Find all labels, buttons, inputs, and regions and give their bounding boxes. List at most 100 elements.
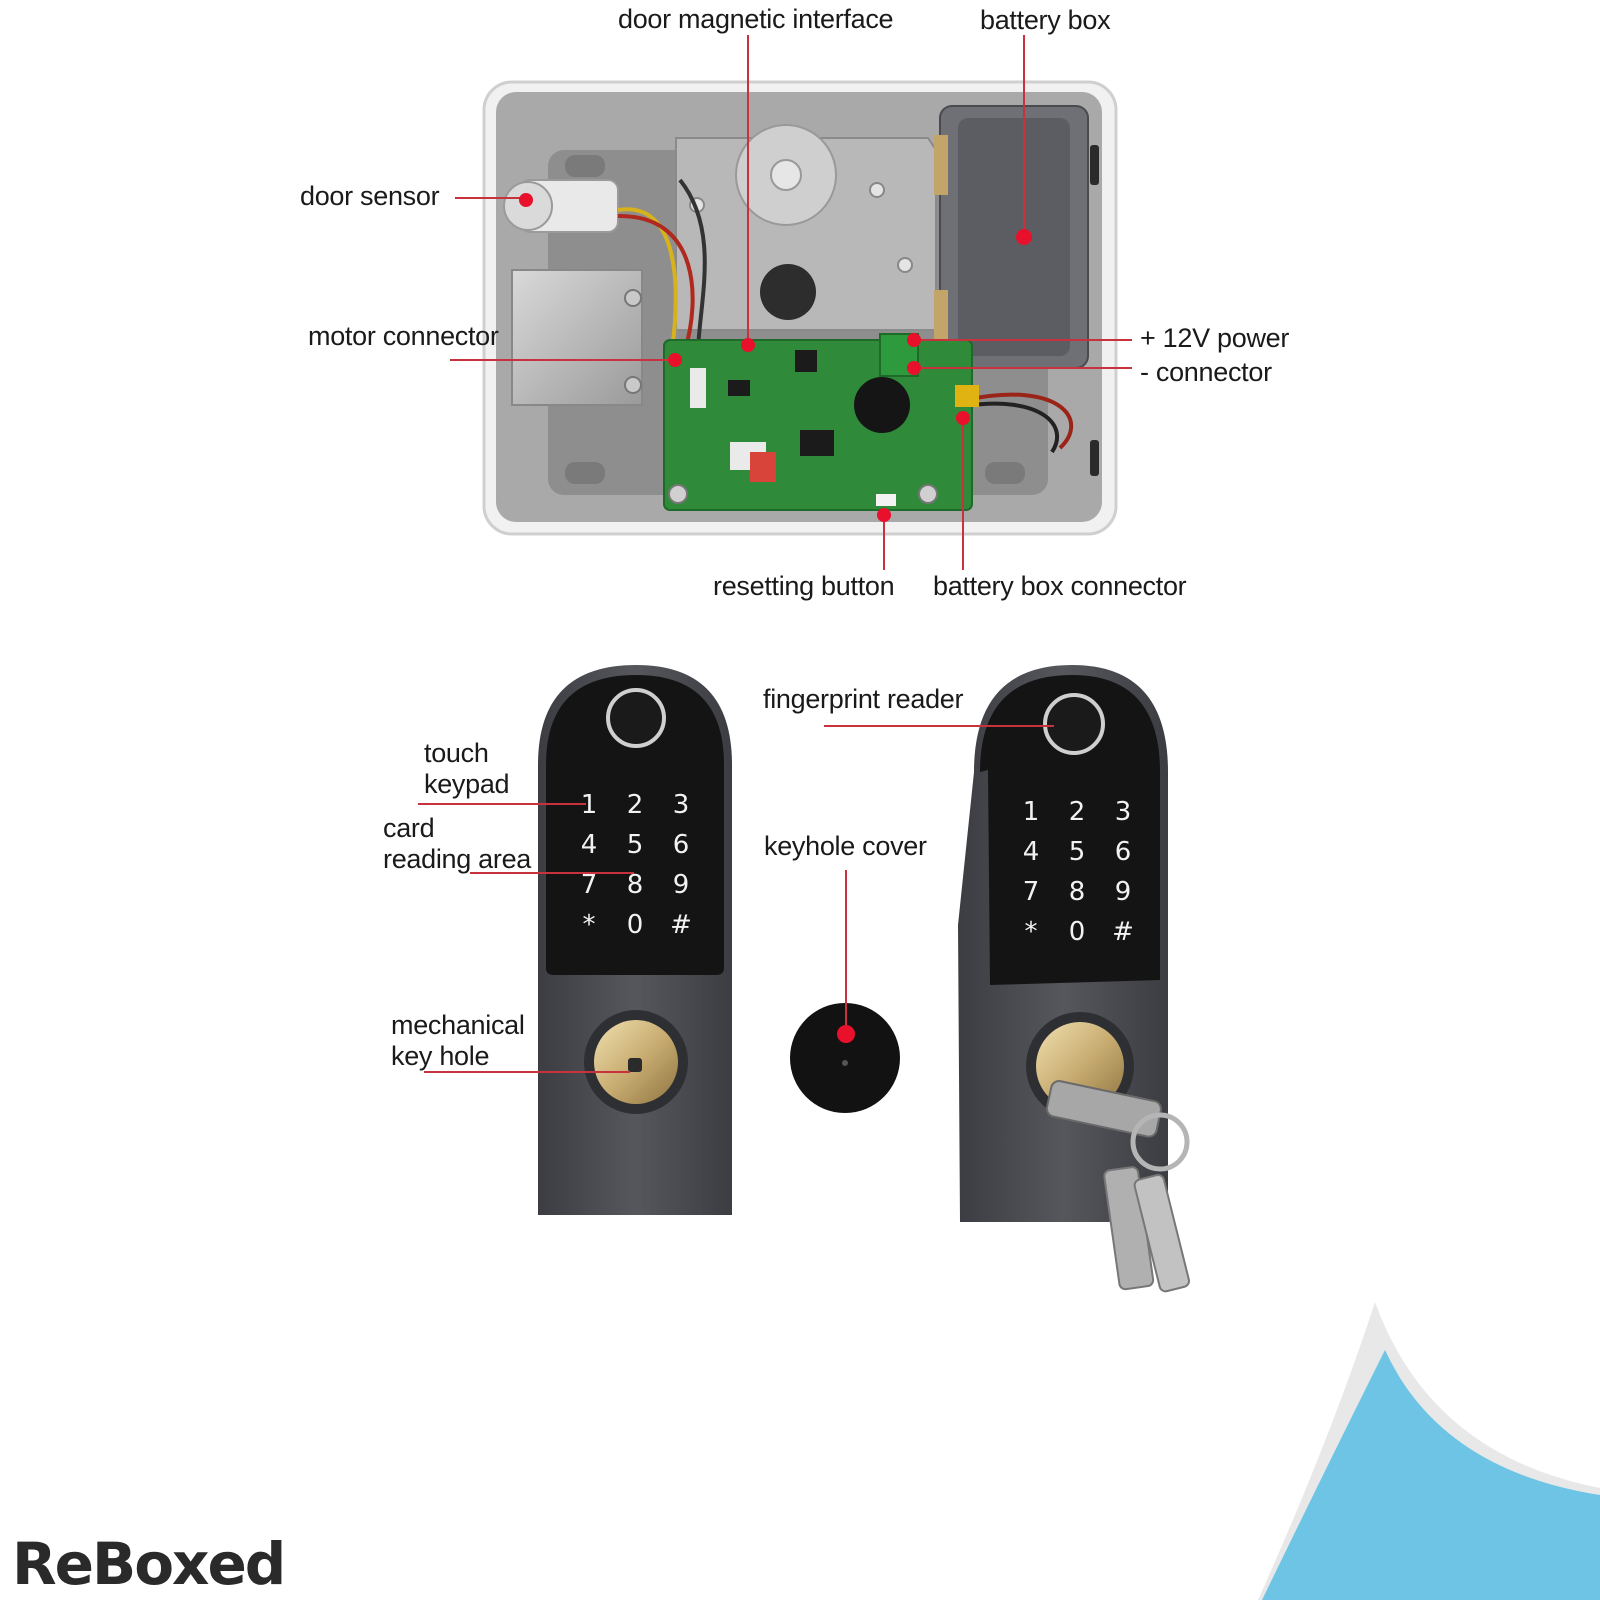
marker	[1016, 229, 1032, 245]
page-curl-decoration	[1258, 1302, 1600, 1600]
keypad-key: 4	[580, 830, 598, 860]
keypad-key: 8	[1068, 877, 1086, 907]
marker	[741, 338, 755, 352]
wire	[964, 401, 1059, 454]
label-12v-power: + 12V power	[1140, 323, 1290, 353]
leader-lines-top	[450, 35, 1132, 570]
keyhole-cover-disc	[790, 1003, 900, 1113]
label-connector: - connector	[1140, 357, 1272, 387]
wire	[617, 207, 678, 351]
lock-box	[482, 80, 1118, 536]
brand-logo: ReBoxed	[12, 1530, 286, 1598]
keypad-key: 5	[626, 830, 644, 860]
keypad-key: 2	[1068, 797, 1086, 827]
keypad-key: *	[1024, 917, 1038, 947]
battery-terminal	[934, 290, 948, 350]
label-fingerprint-reader: fingerprint reader	[763, 684, 964, 714]
label-touch: touch	[424, 738, 489, 768]
keypad-key: 1	[580, 790, 598, 820]
label-keyhole-cover: keyhole cover	[764, 831, 927, 861]
wire	[617, 213, 695, 351]
keyhole-cover-pin	[842, 1060, 848, 1066]
board-chip	[728, 380, 750, 396]
keypad-key: 3	[672, 790, 690, 820]
spare-key	[1133, 1174, 1191, 1293]
front-panel-left	[538, 665, 732, 1215]
latch-screw	[624, 289, 642, 307]
label-mechanical: mechanical	[391, 1010, 525, 1040]
keypad-key: 5	[1068, 837, 1086, 867]
mount-slot	[565, 462, 605, 484]
panel-top-glass	[546, 675, 724, 975]
mount-slot	[565, 155, 605, 177]
buzzer	[854, 377, 910, 433]
marker	[907, 333, 921, 347]
gearbox-screw	[897, 257, 913, 273]
latch-bolt	[511, 269, 643, 406]
marker	[519, 193, 533, 207]
label-reading-area: reading area	[383, 844, 532, 874]
marker	[877, 508, 891, 522]
front-panel-right	[958, 665, 1191, 1293]
keypad-key: 6	[672, 830, 690, 860]
board-connector	[750, 452, 776, 482]
keypad-key: 6	[1114, 837, 1132, 867]
curl-blue	[1262, 1350, 1600, 1600]
keypad-key: 8	[626, 870, 644, 900]
key-ring	[1130, 1112, 1190, 1172]
mount-slot	[985, 462, 1025, 484]
keypad-key: 4	[1022, 837, 1040, 867]
wire	[678, 178, 707, 351]
label-keypad: keypad	[424, 769, 510, 799]
label-battery-box-connector: battery box connector	[933, 571, 1187, 601]
latch-screw	[624, 376, 642, 394]
marker	[837, 1025, 855, 1043]
keypad-key: *	[582, 910, 596, 940]
label-battery-box: battery box	[980, 5, 1111, 35]
fingerprint-ring	[606, 688, 666, 748]
leader-lines-bottom	[418, 725, 1054, 1073]
touch-keypad-left: 1 2 3 4 5 6 7 8 9 * 0 #	[566, 790, 704, 940]
label-card: card	[383, 813, 435, 843]
wire	[964, 392, 1073, 450]
board-screw	[918, 484, 938, 504]
side-slot	[1090, 145, 1099, 185]
keypad-key: 0	[1068, 917, 1086, 947]
board-chip	[795, 350, 817, 372]
marker	[956, 411, 970, 425]
touch-keypad-right: 1 2 3 4 5 6 7 8 9 * 0 #	[1008, 797, 1146, 947]
keypad-key: 3	[1114, 797, 1132, 827]
marker	[668, 353, 682, 367]
keypad-key: 9	[672, 870, 690, 900]
marker	[907, 361, 921, 375]
board-screw	[668, 484, 688, 504]
board-chip	[800, 430, 834, 456]
reset-switch	[876, 494, 896, 506]
key-slot	[628, 1058, 642, 1072]
battery-cell	[958, 118, 1070, 356]
key-head	[1045, 1080, 1162, 1138]
gearbox-screw	[869, 182, 885, 198]
keypad-key: 2	[626, 790, 644, 820]
panel-top-glass	[980, 675, 1160, 985]
motor-gear-hub	[770, 159, 802, 191]
board-connector	[955, 385, 979, 407]
keypad-key: 7	[580, 870, 598, 900]
label-key-hole: key hole	[391, 1041, 490, 1071]
keypad-key: 7	[1022, 877, 1040, 907]
keypad-key: #	[670, 910, 692, 940]
keyhole-cover-part	[790, 1003, 900, 1113]
label-resetting-button: resetting button	[713, 571, 895, 601]
board-connector	[690, 368, 706, 408]
battery-terminal	[934, 135, 948, 195]
label-door-magnetic-interface: door magnetic interface	[618, 4, 894, 34]
spindle-hole	[760, 264, 816, 320]
keypad-key: 9	[1114, 877, 1132, 907]
label-motor-connector: motor connector	[308, 321, 499, 351]
label-door-sensor: door sensor	[300, 181, 440, 211]
keypad-key: 1	[1022, 797, 1040, 827]
markers-top	[519, 193, 1032, 522]
fingerprint-ring	[1043, 693, 1105, 755]
keypad-key: #	[1112, 917, 1134, 947]
